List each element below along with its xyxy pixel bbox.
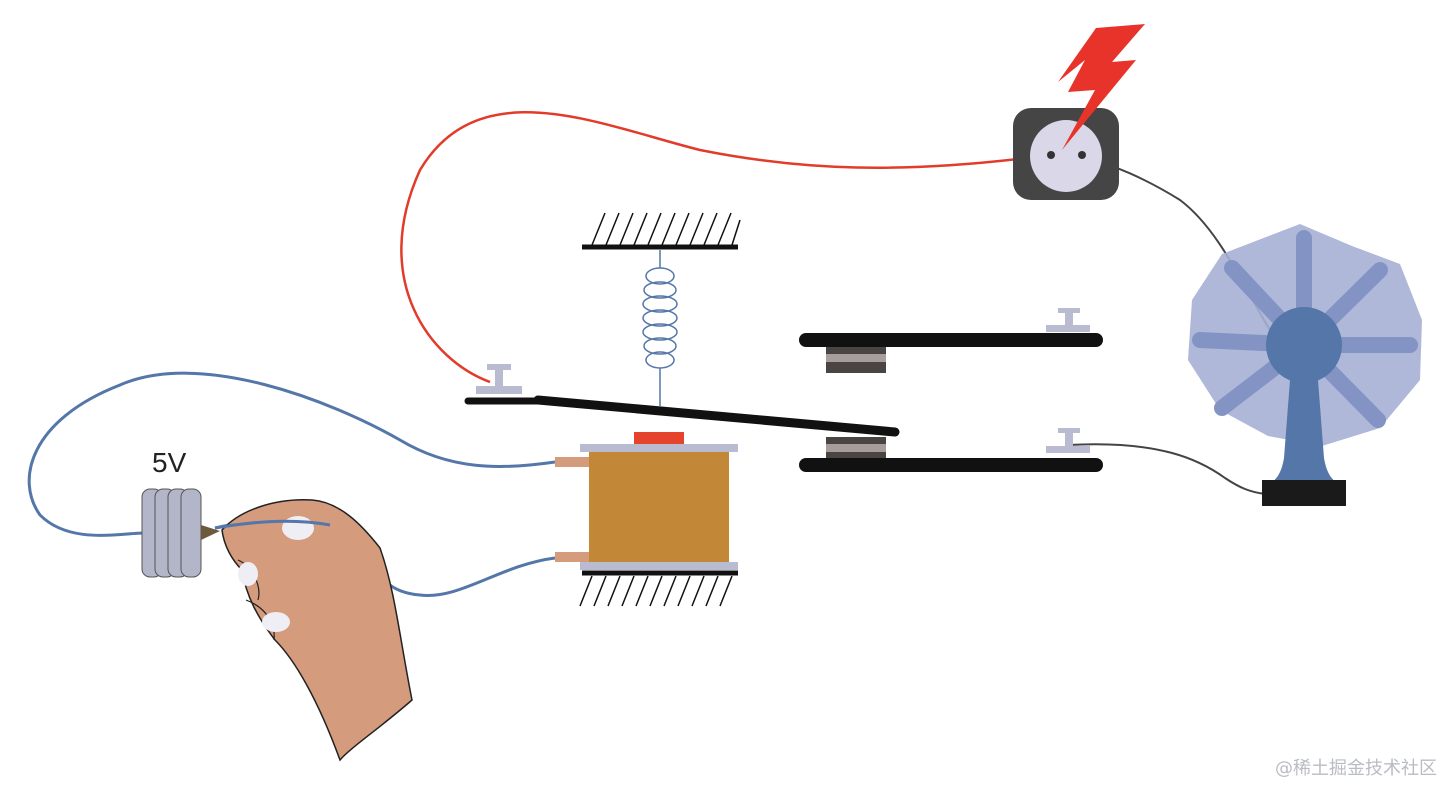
watermark: @稀土掘金技术社区 <box>1275 758 1437 779</box>
lower-contact <box>799 428 1103 472</box>
spring-anchor <box>582 212 741 250</box>
spring <box>642 250 678 406</box>
battery: 5V <box>141 447 220 578</box>
armature-terminal <box>476 364 522 394</box>
fan <box>1188 224 1422 506</box>
battery-voltage-label: 5V <box>152 447 187 478</box>
armature-lever <box>464 395 900 437</box>
lightning-bolt-icon <box>1058 24 1145 150</box>
battery-terminal <box>201 525 220 540</box>
fan-hub <box>1266 307 1342 383</box>
upper-contact <box>799 308 1103 373</box>
coil-anchor <box>579 570 738 607</box>
fan-return-wire <box>1067 443 1266 495</box>
electromagnet <box>555 432 738 570</box>
lower-contact-terminal <box>1046 428 1090 453</box>
power-outlet <box>1013 108 1119 200</box>
control-wire-top <box>27 371 556 537</box>
fingernail <box>238 562 258 586</box>
upper-contact-terminal <box>1046 308 1090 332</box>
fan-base <box>1262 480 1346 506</box>
hand <box>214 499 413 762</box>
thumbnail <box>282 516 314 540</box>
hot-wire <box>400 111 1051 384</box>
fingernail-lower <box>262 612 290 632</box>
fan-stand <box>1272 380 1336 482</box>
